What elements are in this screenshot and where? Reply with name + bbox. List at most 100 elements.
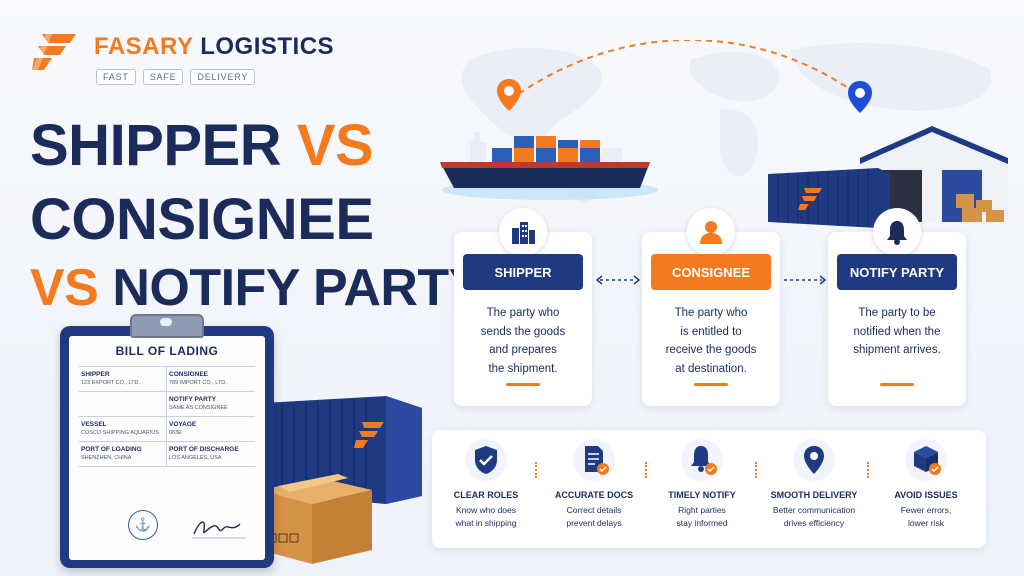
bol-value-port-of-loading: SHENZHEN, CHINA (81, 455, 132, 461)
bol-field-blank (79, 392, 167, 417)
headline-line-3: VS NOTIFY PARTY (30, 262, 483, 314)
role-desc-notify-party: The party to be notified when the shipme… (838, 304, 956, 360)
role-desc-line: and prepares (489, 344, 557, 356)
card-accent-line (880, 383, 914, 386)
bill-of-lading-document: BILL OF LADING SHIPPER 123 EXPORT CO., L… (69, 336, 265, 560)
benefit-title: ACCURATE DOCS (554, 490, 634, 500)
building-icon (499, 208, 547, 256)
role-desc-line: the shipment. (488, 362, 558, 375)
role-desc-line: at destination. (675, 362, 747, 375)
benefits-panel: CLEAR ROLES Know who does what in shippi… (432, 430, 986, 548)
card-accent-line (694, 383, 728, 386)
anchor-stamp-icon: ⚓ (128, 510, 158, 540)
bol-field-notify-party: NOTIFY PARTY SAME AS CONSIGNEE (167, 392, 255, 417)
role-desc-shipper: The party who sends the goods and prepar… (464, 304, 582, 378)
bol-value-port-of-discharge: LOS ANGELES, USA (169, 455, 222, 461)
cardboard-box-icon (260, 474, 372, 564)
bol-field-consignee: CONSIGNEE 789 IMPORT CO., LTD. (167, 367, 255, 392)
document-check-icon (573, 439, 615, 481)
role-desc-line: The party to be (858, 307, 936, 319)
bol-field-voyage: VOYAGE 083E (167, 417, 255, 442)
bol-fields: SHIPPER 123 EXPORT CO., LTD. CONSIGNEE 7… (79, 366, 255, 467)
headline-vs-1: VS (296, 113, 374, 178)
brand-name-part1: FASARY (94, 33, 194, 60)
destination-pin-icon (848, 81, 872, 113)
benefit-separator (755, 462, 757, 478)
bol-label-notify-party: NOTIFY PARTY (169, 396, 217, 403)
bol-label-voyage: VOYAGE (169, 421, 197, 428)
bol-value-notify-party: SAME AS CONSIGNEE (169, 405, 228, 411)
tag-fast: FAST (96, 69, 136, 85)
bol-title: BILL OF LADING (115, 344, 219, 358)
world-map-background (461, 42, 992, 203)
benefit-clear-roles: CLEAR ROLES Know who does what in shippi… (436, 438, 536, 529)
headline-shipper: SHIPPER (30, 113, 282, 178)
fasary-logo-icon (32, 34, 76, 70)
benefit-desc-line: prevent delays (566, 517, 622, 528)
benefit-desc: Better communication drives efficiency (764, 504, 864, 529)
role-label-shipper: SHIPPER (463, 254, 583, 290)
person-icon (687, 208, 735, 256)
box-check-icon (905, 439, 947, 481)
bell-check-icon (681, 439, 723, 481)
role-desc-line: shipment arrives. (853, 344, 941, 356)
role-desc-line: is entitled to (680, 325, 742, 338)
bol-value-voyage: 083E (169, 430, 182, 436)
bol-field-port-of-discharge: PORT OF DISCHARGE LOS ANGELES, USA (167, 442, 255, 467)
bol-label-vessel: VESSEL (81, 421, 107, 428)
shield-check-icon (465, 439, 507, 481)
role-desc-line: sends the goods (480, 325, 566, 338)
role-card-notify-party: NOTIFY PARTY The party to be notified wh… (828, 208, 966, 406)
tag-delivery: DELIVERY (190, 69, 256, 85)
role-card-shipper: SHIPPER The party who sends the goods an… (454, 208, 592, 406)
headline-notify-party: NOTIFY PARTY (112, 259, 483, 317)
benefit-separator (645, 462, 647, 478)
shipping-route-arc (509, 40, 866, 101)
benefit-desc-line: stay informed (676, 517, 728, 528)
benefit-title: AVOID ISSUES (894, 490, 958, 500)
bol-label-shipper: SHIPPER (81, 371, 110, 378)
benefit-desc-line: drives efficiency (783, 517, 845, 528)
role-desc-line: receive the goods (665, 344, 757, 356)
benefit-title: CLEAR ROLES (453, 490, 519, 500)
benefit-desc-line: lower risk (908, 517, 944, 528)
bol-value-shipper: 123 EXPORT CO., LTD. (81, 380, 140, 386)
benefit-desc: Fewer errors, lower risk (876, 504, 976, 529)
benefit-desc-line: what in shipping (455, 517, 517, 528)
bol-field-port-of-loading: PORT OF LOADING SHENZHEN, CHINA (79, 442, 167, 467)
benefit-desc-line: Correct details (566, 505, 622, 515)
bol-value-consignee: 789 IMPORT CO., LTD. (169, 380, 227, 386)
role-desc-line: The party who (486, 307, 560, 319)
benefit-desc: Correct details prevent delays (544, 504, 644, 529)
benefit-desc-line: Right parties (678, 505, 726, 515)
role-card-consignee: CONSIGNEE The party who is entitled to r… (642, 208, 780, 406)
benefit-desc: Right parties stay informed (652, 504, 752, 529)
benefit-title: TIMELY NOTIFY (668, 490, 736, 500)
location-pin-icon (793, 439, 835, 481)
shipping-container-right-illustration (768, 168, 890, 228)
benefit-avoid-issues: AVOID ISSUES Fewer errors, lower risk (876, 438, 976, 529)
benefit-separator (535, 462, 537, 478)
signature-icon (192, 521, 246, 539)
bol-label-port-of-discharge: PORT OF DISCHARGE (169, 446, 239, 453)
right-arrow-icon (784, 275, 827, 285)
brand-name: FASARY LOGISTICS (94, 33, 334, 61)
bol-field-vessel: VESSEL COSCO SHIPPING AQUARIUS (79, 417, 167, 442)
benefit-smooth-delivery: SMOOTH DELIVERY Better communication dri… (764, 438, 864, 529)
double-arrow-icon (595, 275, 641, 285)
bol-value-vessel: COSCO SHIPPING AQUARIUS (81, 430, 159, 436)
role-desc-consignee: The party who is entitled to receive the… (652, 304, 770, 378)
benefit-desc-line: Know who does (455, 505, 516, 515)
benefit-desc-line: Fewer errors, (900, 505, 952, 515)
bol-field-shipper: SHIPPER 123 EXPORT CO., LTD. (79, 367, 167, 392)
bol-label-consignee: CONSIGNEE (169, 371, 209, 378)
benefit-title: SMOOTH DELIVERY (770, 490, 858, 500)
headline-vs-2: VS (30, 259, 99, 317)
cargo-ship-illustration (440, 132, 658, 200)
bol-label-port-of-loading: PORT OF LOADING (81, 446, 142, 453)
benefit-desc-line: Better communication (772, 505, 856, 515)
headline-line-1: SHIPPER VS (30, 117, 374, 175)
role-label-consignee: CONSIGNEE (651, 254, 771, 290)
role-label-notify-party: NOTIFY PARTY (837, 254, 957, 290)
origin-pin-icon (497, 79, 521, 111)
